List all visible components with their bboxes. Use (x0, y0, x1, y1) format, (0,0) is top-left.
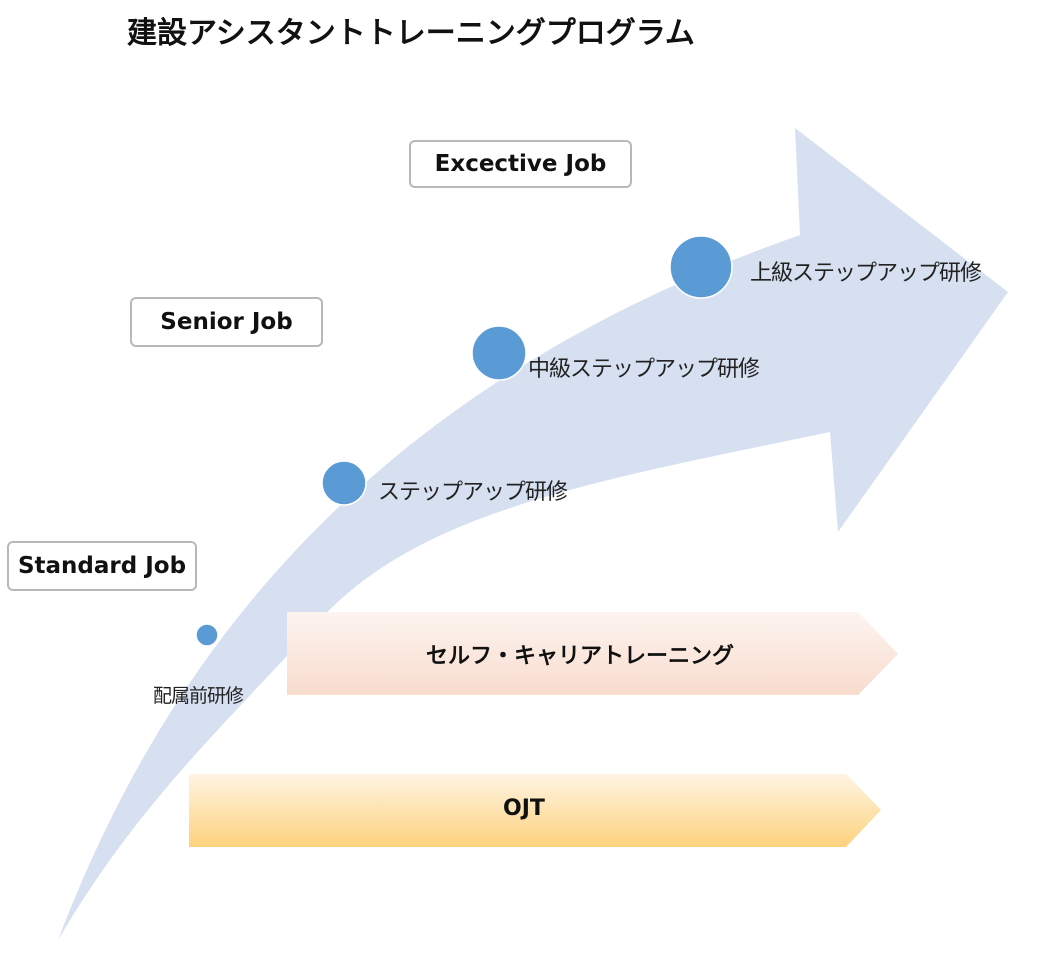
standard-job-box: Standard Job (7, 541, 197, 591)
main-growth-arrow (58, 128, 1008, 940)
milestone-dot-pre-assignment (195, 623, 219, 647)
self-career-label: セルフ・キャリアトレーニング (425, 644, 734, 669)
ojt-label: OJT (503, 796, 545, 821)
executive-job-box: Excective Job (409, 140, 632, 188)
label-advanced-step-up: 上級ステップアップ研修 (750, 261, 982, 286)
milestone-dot-intermediate (471, 325, 527, 381)
label-step-up: ステップアップ研修 (378, 480, 568, 505)
label-pre-assignment: 配属前研修 (153, 685, 244, 707)
milestone-dot-advanced (669, 235, 733, 299)
senior-job-box: Senior Job (130, 297, 323, 347)
self-career-band (287, 612, 898, 695)
label-intermediate-step-up: 中級ステップアップ研修 (528, 357, 760, 382)
page-title: 建設アシスタントトレーニングプログラム (127, 16, 695, 51)
milestone-dot-step-up (321, 460, 367, 506)
ojt-band (189, 774, 881, 847)
